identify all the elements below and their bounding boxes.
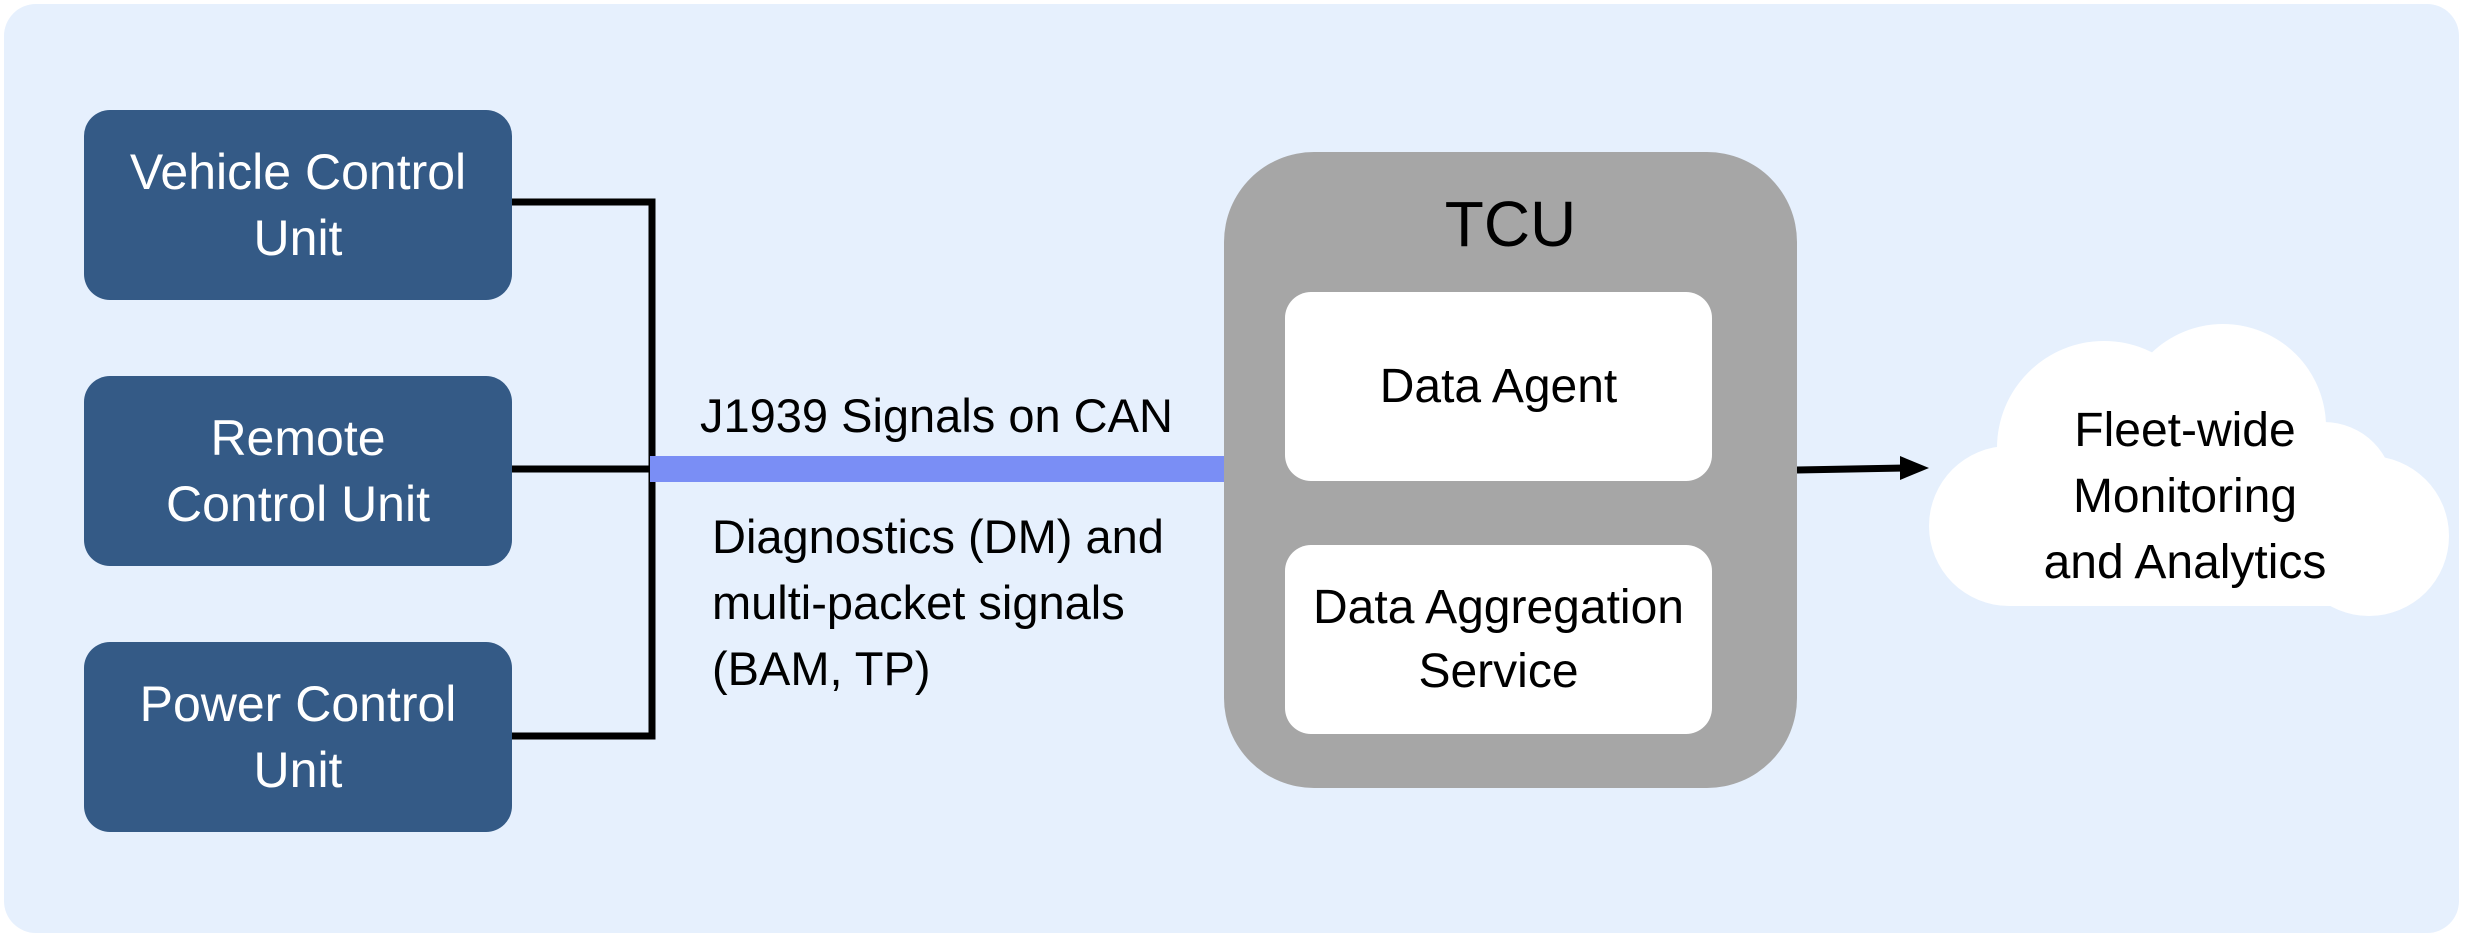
tcu-box: TCU Data Agent Data Aggregation Service [1224,152,1797,788]
can-bus-note-line2: multi-packet signals [712,576,1125,629]
can-bus-note-line3: (BAM, TP) [712,642,931,695]
data-aggregation-service-box: Data Aggregation Service [1285,545,1712,734]
remote-control-unit-label-line2: Control Unit [166,476,430,532]
remote-control-unit-box: Remote Control Unit [84,376,512,566]
vehicle-control-unit-box: Vehicle Control Unit [84,110,512,300]
cloud-label-line3: and Analytics [2043,536,2327,589]
data-agent-box: Data Agent [1285,292,1712,481]
data-aggregation-label-line1: Data Aggregation [1313,580,1684,634]
power-control-unit-box: Power Control Unit [84,642,512,832]
cloud-label: Fleet-wide Monitoring and Analytics [1960,398,2410,596]
can-bus-note-line1: Diagnostics (DM) and [712,510,1164,563]
vehicle-control-unit-label-line2: Unit [253,210,343,266]
cloud-label-line2: Monitoring [2072,470,2298,523]
data-aggregation-label-line2: Service [1418,644,1579,698]
power-control-unit-label-line1: Power Control [139,676,457,732]
data-agent-label: Data Agent [1379,359,1618,413]
tcu-title: TCU [1444,188,1577,260]
remote-control-unit-label-line1: Remote [210,410,386,466]
vehicle-control-unit-label-line1: Vehicle Control [129,144,467,200]
power-control-unit-label-line2: Unit [253,742,343,798]
cloud-label-line1: Fleet-wide [2074,404,2296,457]
can-bus-note: Diagnostics (DM) and multi-packet signal… [712,504,1164,702]
can-bus-label: J1939 Signals on CAN [700,389,1173,442]
